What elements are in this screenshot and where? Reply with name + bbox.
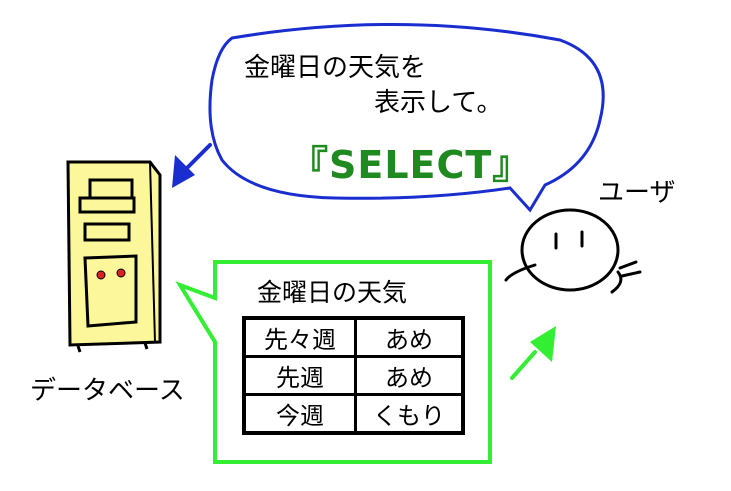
- response-arrow-head: [530, 326, 556, 362]
- table-row: 今週 くもり: [242, 393, 465, 435]
- request-arrow-shaft: [183, 143, 212, 172]
- week-cell: 先週: [242, 355, 357, 396]
- result-title: 金曜日の天気: [257, 278, 408, 307]
- weather-cell: あめ: [354, 355, 465, 396]
- database-label: データベース: [30, 376, 185, 406]
- table-row: 先々週 あめ: [242, 316, 465, 358]
- user-figure-icon: [504, 208, 642, 294]
- week-cell: 先々週: [242, 316, 357, 358]
- user-label: ユーザ: [598, 178, 676, 208]
- result-table: 先々週 あめ 先週 あめ 今週 くもり: [242, 316, 465, 435]
- request-line-2: 表示して。: [374, 88, 503, 118]
- request-bubble: [208, 22, 605, 213]
- table-row: 先週 あめ: [242, 355, 465, 396]
- select-command: 『SELECT』: [290, 143, 532, 187]
- database-server-icon: [66, 160, 162, 353]
- week-cell: 今週: [242, 393, 357, 435]
- weather-cell: あめ: [354, 316, 465, 358]
- request-arrow-head: [172, 155, 195, 188]
- weather-cell: くもり: [354, 393, 465, 435]
- request-line-1: 金曜日の天気を: [244, 53, 427, 83]
- response-arrow-shaft: [510, 350, 537, 380]
